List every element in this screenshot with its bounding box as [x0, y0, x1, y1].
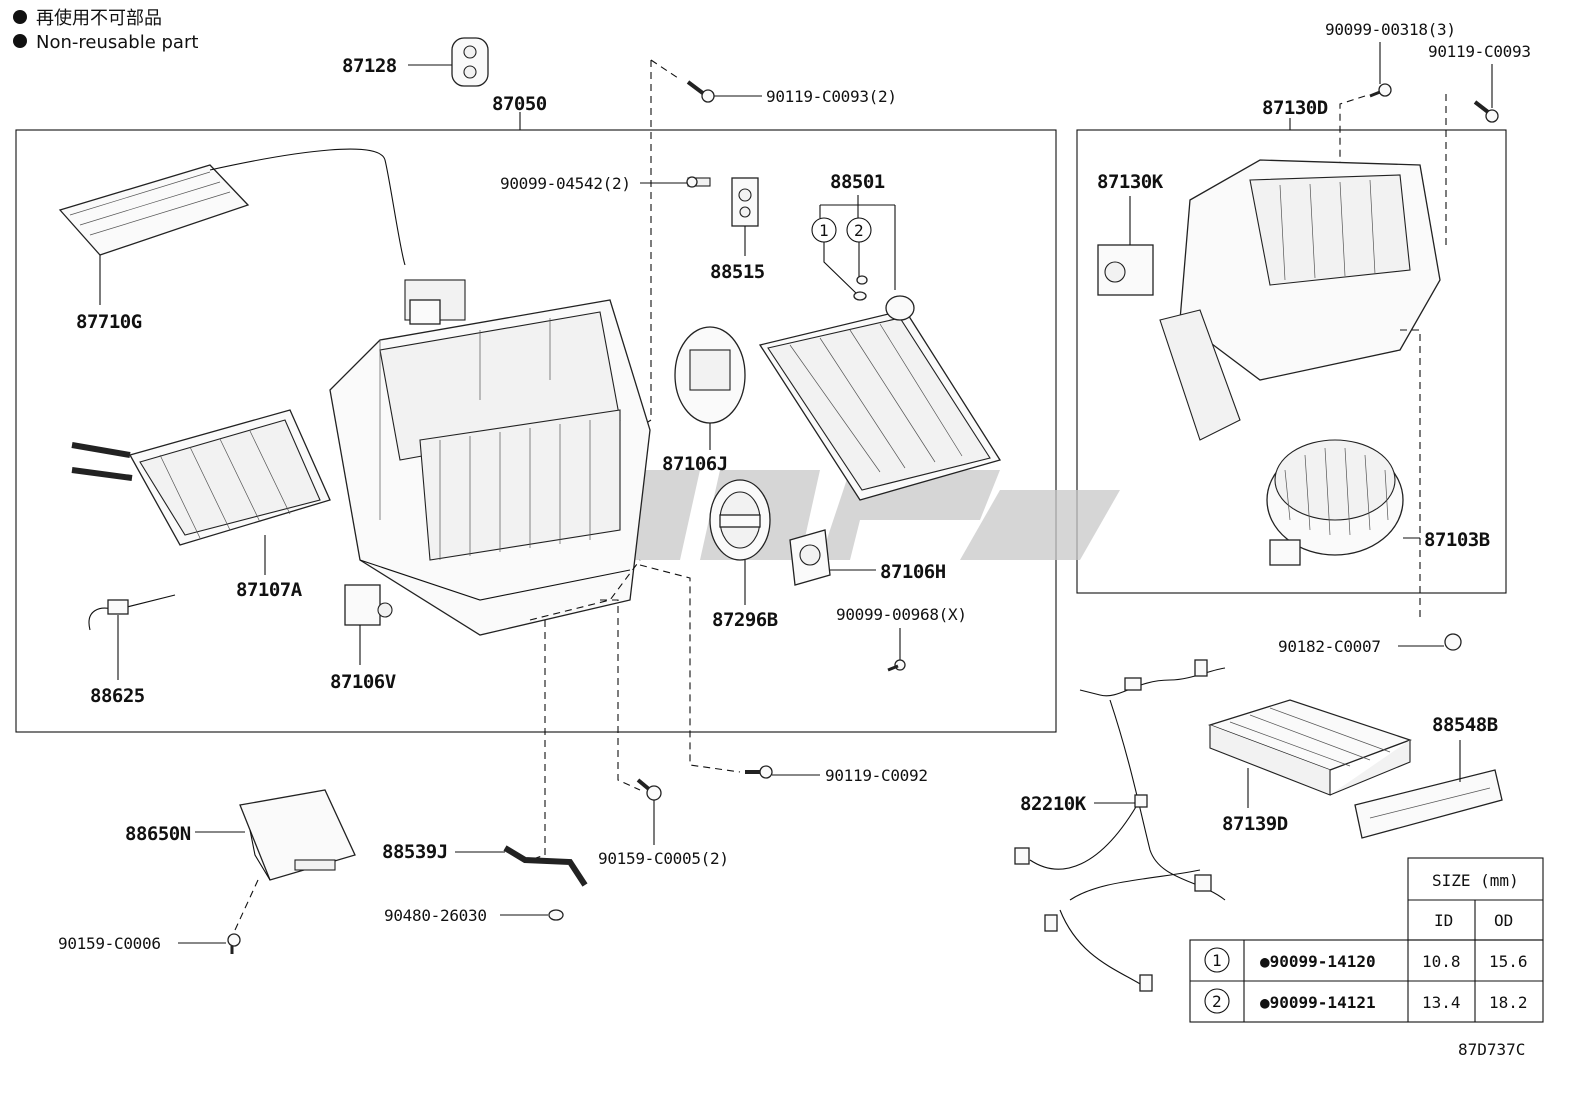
- label-87128[interactable]: 87128: [342, 55, 397, 77]
- label-90159-C0005-2[interactable]: 90159-C0005(2): [598, 849, 729, 868]
- part-87106H-servo-motor: [789, 529, 831, 586]
- table-row-id: 13.4: [1422, 993, 1461, 1012]
- label-87139D[interactable]: 87139D: [1222, 813, 1288, 835]
- part-87710G-ptc-heater: [58, 148, 466, 325]
- table-row-od: 18.2: [1489, 993, 1528, 1012]
- part-88515-expansion-valve: [731, 177, 759, 227]
- part-88539J-drain-pipe: [503, 845, 588, 887]
- part-88625-sensor: [88, 594, 176, 631]
- label-90099-04542-2[interactable]: 90099-04542(2): [500, 174, 631, 193]
- label-90182-C0007[interactable]: 90182-C0007: [1278, 637, 1381, 656]
- part-87130K-servo-motor: [1097, 244, 1154, 296]
- label-88539J[interactable]: 88539J: [382, 841, 448, 863]
- label-87130K[interactable]: 87130K: [1097, 171, 1164, 193]
- label-87710G[interactable]: 87710G: [76, 311, 142, 333]
- assembly-frame-87050: [15, 129, 1057, 733]
- label-82210K[interactable]: 82210K: [1020, 793, 1087, 815]
- part-heater-case-housing: [329, 299, 651, 636]
- table-row-id: 10.8: [1422, 952, 1461, 971]
- screw-90119-C0092: [745, 765, 773, 779]
- label-87107A[interactable]: 87107A: [236, 579, 303, 601]
- screw-90099-00318: [1369, 83, 1392, 98]
- screw-90099-04542: [686, 176, 711, 188]
- part-82210K-wire-harness: [1014, 659, 1226, 992]
- table-row-ref: 1: [1212, 951, 1222, 970]
- part-87139D-air-filter: [1207, 699, 1412, 796]
- label-90480-26030[interactable]: 90480-26030: [384, 906, 487, 925]
- table-row-part[interactable]: ●90099-14120: [1260, 952, 1376, 971]
- table-row-ref: 2: [1212, 992, 1222, 1011]
- label-88501[interactable]: 88501: [830, 171, 885, 193]
- label-87106H[interactable]: 87106H: [880, 561, 946, 583]
- part-87106J-servo-motor: [674, 326, 746, 424]
- label-87106J[interactable]: 87106J: [662, 453, 728, 475]
- table-row-part[interactable]: ●90099-14121: [1260, 993, 1376, 1012]
- part-87130D-blower-case: [1159, 159, 1441, 441]
- label-87050[interactable]: 87050: [492, 93, 547, 115]
- part-88650N-amplifier: [239, 789, 356, 881]
- label-88625[interactable]: 88625: [90, 685, 145, 707]
- o-ring-size-table: SIZE (mm) ID OD 1 ●90099-14120 10.8 15.6…: [1189, 857, 1544, 1023]
- part-88548B-filter-cover: [1354, 769, 1503, 839]
- table-row-od: 15.6: [1489, 952, 1528, 971]
- label-87103B[interactable]: 87103B: [1424, 529, 1490, 551]
- o-ring-ref-1: 1: [811, 217, 837, 243]
- label-88515[interactable]: 88515: [710, 261, 765, 283]
- label-87106V[interactable]: 87106V: [330, 671, 396, 693]
- part-87128-grommet: [451, 37, 489, 87]
- label-88548B[interactable]: 88548B: [1432, 714, 1498, 736]
- part-87103B-blower-motor: [1266, 439, 1404, 566]
- legend-bullet-icon: [13, 34, 27, 48]
- part-87106V-servo-motor: [344, 584, 393, 626]
- label-90119-C0093-2[interactable]: 90119-C0093(2): [766, 87, 897, 106]
- label-90119-C0093[interactable]: 90119-C0093: [1428, 42, 1531, 61]
- part-87107A-heater-core: [71, 409, 331, 546]
- part-90182-C0007-clip: [1444, 633, 1462, 651]
- screw-90159-C0005: [636, 778, 662, 801]
- svg-text:2: 2: [854, 221, 863, 240]
- label-90159-C0006[interactable]: 90159-C0006: [58, 934, 161, 953]
- legend: 再使用不可部品 Non-reusable part: [13, 8, 198, 53]
- legend-jp: 再使用不可部品: [36, 8, 162, 29]
- label-90099-00968-X[interactable]: 90099-00968(X): [836, 605, 967, 624]
- label-87130D[interactable]: 87130D: [1262, 97, 1328, 119]
- label-88650N[interactable]: 88650N: [125, 823, 191, 845]
- o-ring-ref-2: 2: [846, 217, 872, 243]
- part-88501-evaporator: [758, 295, 1002, 501]
- label-90119-C0092[interactable]: 90119-C0092: [825, 766, 928, 785]
- screw-90119-C0093: [1473, 100, 1499, 123]
- screw-90159-C0006: [227, 933, 241, 954]
- label-90099-00318-3[interactable]: 90099-00318(3): [1325, 20, 1456, 39]
- table-col-od: OD: [1494, 911, 1513, 930]
- legend-bullet-icon: [13, 10, 27, 24]
- assembly-frame-87130D: [1076, 129, 1507, 594]
- table-header-size: SIZE (mm): [1432, 871, 1519, 890]
- part-87296B-gear: [709, 479, 771, 561]
- screw-90119-C0093-2: [686, 80, 715, 103]
- label-87296B[interactable]: 87296B: [712, 609, 778, 631]
- diagram-code: 87D737C: [1458, 1040, 1525, 1059]
- part-90480-26030-clip: [548, 909, 564, 921]
- legend-en: Non-reusable part: [36, 32, 198, 53]
- svg-text:1: 1: [819, 221, 828, 240]
- screw-90099-00968: [887, 659, 906, 672]
- table-col-id: ID: [1434, 911, 1453, 930]
